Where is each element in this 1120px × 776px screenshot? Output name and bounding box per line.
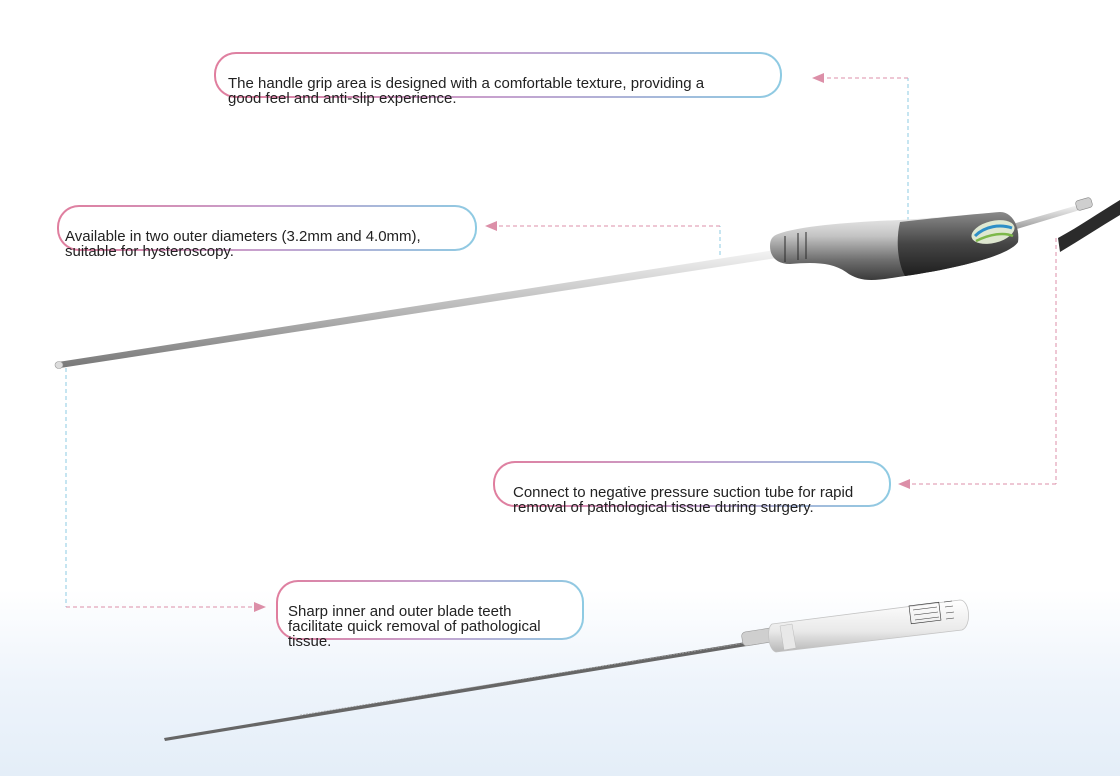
blade-assembly <box>164 599 969 741</box>
callout-blade: Sharp inner and outer blade teeth facili… <box>276 580 584 649</box>
blade-hub-print <box>908 600 955 625</box>
arrowhead-icon <box>898 479 910 489</box>
callout-diameter-text: Available in two outer diameters (3.2mm … <box>65 228 421 260</box>
leader-line-grip <box>818 77 909 242</box>
leader-line-suction <box>906 238 1057 485</box>
leader-line-blade <box>65 368 258 608</box>
callout-suction-text: Connect to negative pressure suction tub… <box>513 484 854 516</box>
shaver-instrument <box>54 197 1120 369</box>
callout-diameter: Available in two outer diameters (3.2mm … <box>57 205 477 259</box>
callout-grip-text: The handle grip area is designed with a … <box>228 75 705 107</box>
callout-suction: Connect to negative pressure suction tub… <box>493 461 891 515</box>
blade-needle <box>164 640 759 741</box>
instrument-shaft <box>58 250 777 368</box>
suction-tube <box>1058 200 1120 252</box>
blade-hub <box>768 599 969 653</box>
callout-grip: The handle grip area is designed with a … <box>214 52 782 106</box>
arrowhead-icon <box>485 221 497 231</box>
leader-line-diameter <box>492 225 721 255</box>
callout-blade-text: Sharp inner and outer blade teeth facili… <box>288 603 541 650</box>
arrowhead-icon <box>254 602 266 612</box>
arrowhead-icon <box>812 73 824 83</box>
